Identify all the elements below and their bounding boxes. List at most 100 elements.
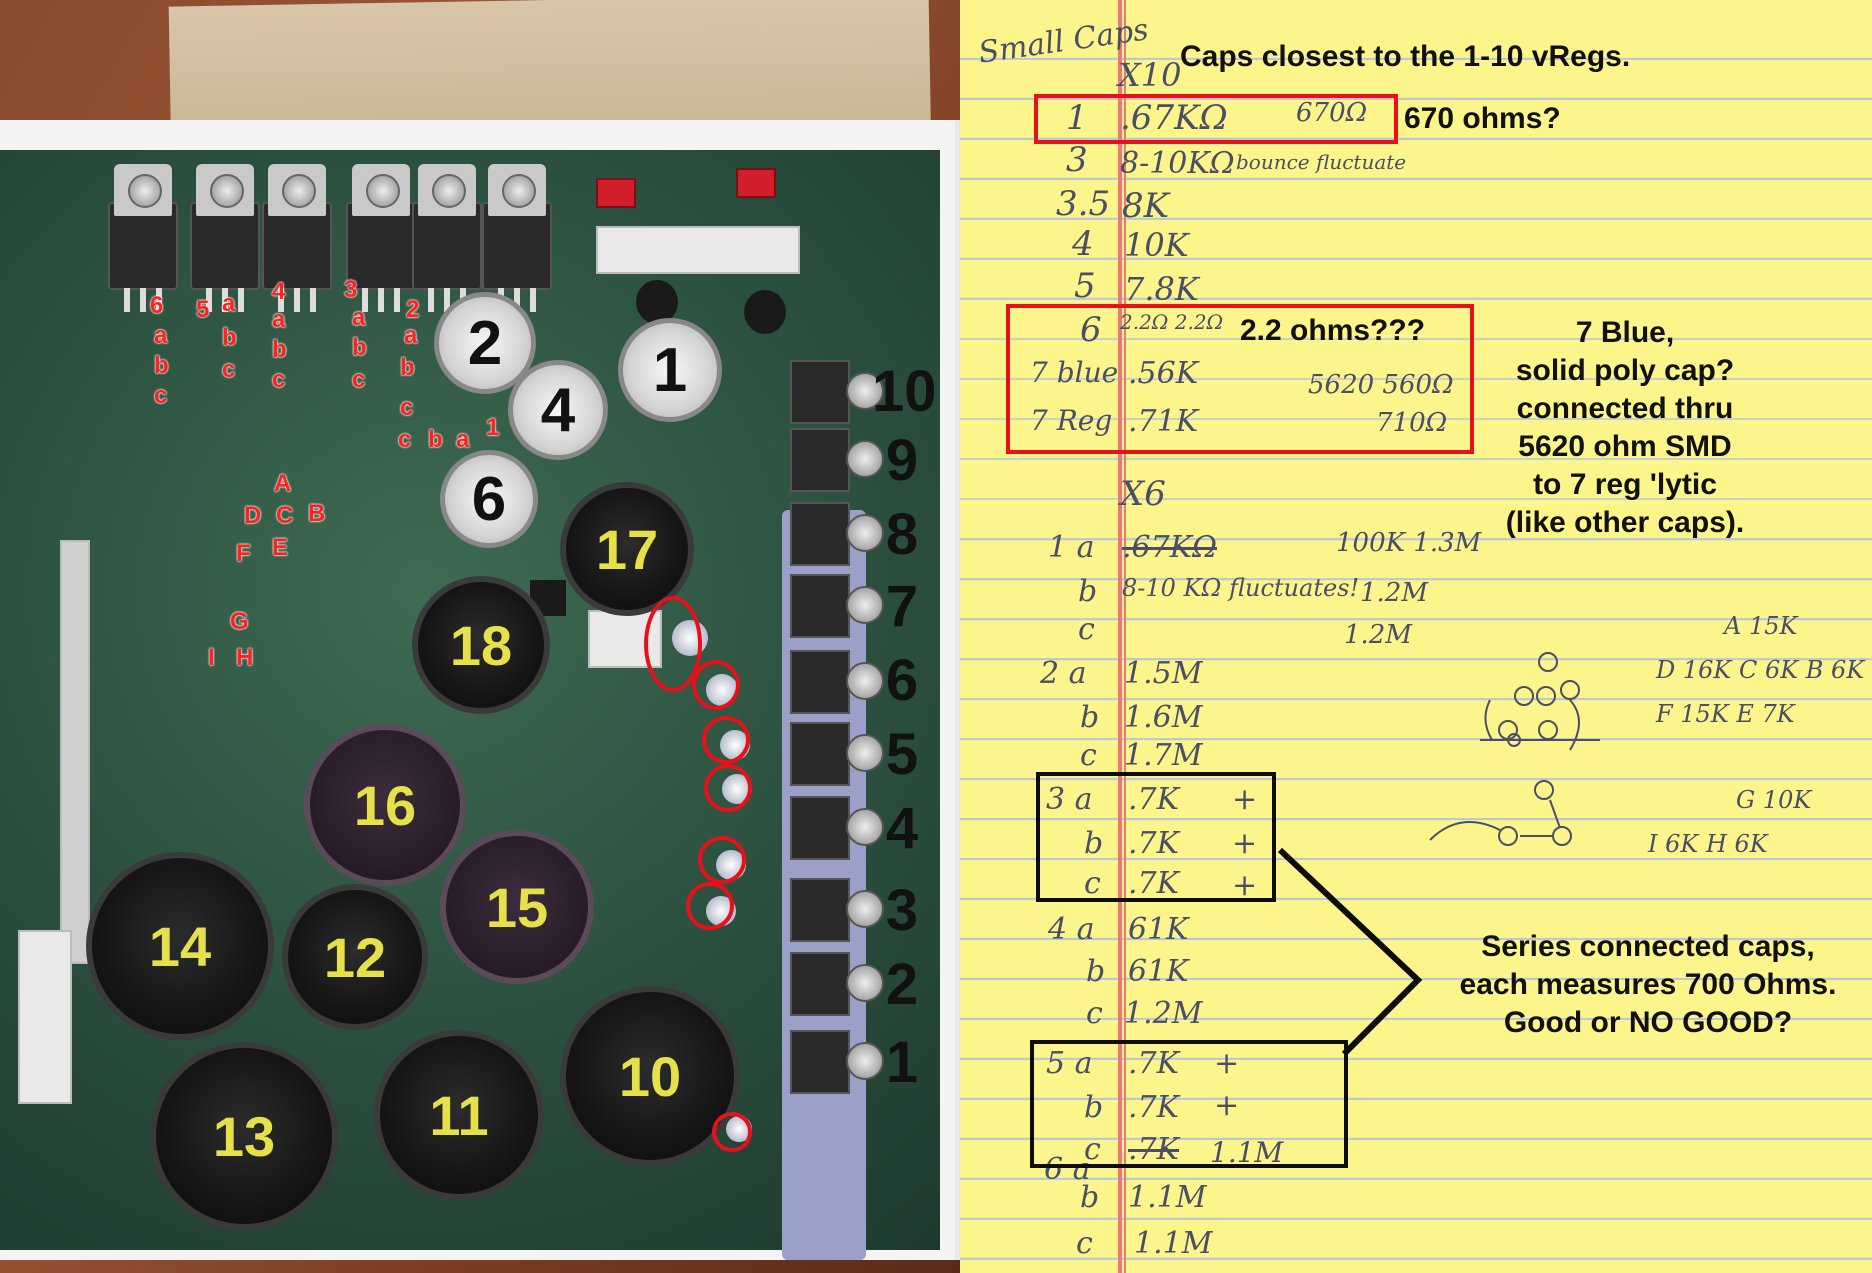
cluster-label: A xyxy=(274,470,292,497)
regulator-number: 6 xyxy=(885,648,919,713)
group-letter: c xyxy=(272,366,286,393)
row-label: c xyxy=(1084,1132,1101,1167)
row-label: 5 xyxy=(1074,266,1096,306)
row-value: .71K xyxy=(1128,404,1199,439)
regulator-number: 9 xyxy=(885,428,919,493)
capacitor: 17 xyxy=(560,482,694,616)
highlight-ring xyxy=(704,764,752,812)
ribbon-connector xyxy=(60,540,90,964)
row-value: 8-10KΩ xyxy=(1120,146,1235,181)
row-label: c xyxy=(1078,612,1095,647)
row-label: 3 xyxy=(1066,140,1088,180)
right-regulator xyxy=(790,952,884,1016)
note-line: 7 Blue, xyxy=(1575,316,1675,349)
group-letter: b xyxy=(400,354,415,381)
capacitor: 15 xyxy=(440,830,594,984)
top-regulator xyxy=(108,164,178,312)
row-label: b xyxy=(1084,826,1104,861)
group-number: 1 xyxy=(486,414,500,441)
note-line: 5620 ohm SMD xyxy=(1518,430,1732,463)
multiplier-note: X10 xyxy=(1118,56,1182,94)
row-value: 10K xyxy=(1124,226,1189,264)
row-extra: 5620 560Ω xyxy=(1308,370,1454,400)
row-extra: 710Ω xyxy=(1376,408,1448,438)
row-value: 1.1M xyxy=(1134,1226,1213,1261)
highlight-ring xyxy=(712,1112,752,1152)
group-letter: c xyxy=(222,356,236,383)
highlight-ring xyxy=(692,660,740,710)
row-value: .67KΩ xyxy=(1122,530,1217,565)
inductor xyxy=(744,290,786,334)
row-label: b xyxy=(1080,1180,1100,1215)
note-line: to 7 reg 'lytic xyxy=(1533,468,1717,501)
regulator-number: 2 xyxy=(885,952,919,1017)
cluster-label: D xyxy=(244,502,262,529)
right-regulator xyxy=(790,878,884,942)
red-terminal xyxy=(596,178,636,208)
row-label: 1 a xyxy=(1048,530,1095,565)
cluster-label: F xyxy=(236,540,251,567)
regulator-number: 5 xyxy=(885,722,919,787)
regulator-number: 3 xyxy=(885,878,919,943)
row-extra: + xyxy=(1232,782,1258,817)
cluster-label: G xyxy=(230,608,249,635)
capacitor: 16 xyxy=(304,724,466,886)
row-label: b xyxy=(1086,954,1106,989)
row-extra: + xyxy=(1214,1088,1240,1123)
capacitor: 1 xyxy=(618,318,722,422)
group-letter: c xyxy=(400,394,414,421)
group-number: 5 xyxy=(196,296,210,323)
row-value: 8K xyxy=(1122,186,1170,226)
row-label: 4 xyxy=(1072,224,1094,264)
row-label: c xyxy=(1080,738,1097,773)
typed-question: 2.2 ohms??? xyxy=(1240,314,1426,347)
regulator-number: 7 xyxy=(885,574,919,639)
row-extra: 1.2M xyxy=(1344,620,1412,650)
row-value: .7K xyxy=(1128,1046,1180,1081)
group-number: 2 xyxy=(406,296,420,323)
row-label: b xyxy=(1084,1090,1104,1125)
pad-sketch xyxy=(1429,652,1600,846)
cluster-label: E xyxy=(272,534,289,561)
right-regulator xyxy=(790,722,884,786)
highlight-ring xyxy=(702,716,750,764)
row-label: b xyxy=(1080,700,1100,735)
row-value: 61K xyxy=(1128,954,1189,989)
group-letter: b xyxy=(428,426,443,453)
regulator-number: 10 xyxy=(872,359,937,424)
row-value: .7K xyxy=(1128,782,1180,817)
row-label: c xyxy=(1076,1226,1093,1261)
row-value: 1.7M xyxy=(1124,738,1203,773)
row-label: 3.5 xyxy=(1056,184,1111,224)
row-value: 8-10 KΩ fluctuates! xyxy=(1122,574,1360,602)
red-terminal xyxy=(736,168,776,198)
top-regulator xyxy=(412,164,482,312)
capacitor: 18 xyxy=(412,576,550,714)
row-extra: + xyxy=(1232,826,1258,861)
row-extra: 670Ω xyxy=(1296,98,1368,128)
white-connector xyxy=(596,226,800,274)
highlight-ring xyxy=(686,882,734,930)
group-letter: b xyxy=(352,334,367,361)
row-value: .67KΩ xyxy=(1120,98,1228,138)
row-label: 6 a xyxy=(1044,1152,1091,1187)
note-line: Series connected caps, xyxy=(1481,930,1815,963)
note-line: (like other caps). xyxy=(1505,506,1745,539)
sketch-note: G 10K xyxy=(1736,786,1812,814)
row-extra: + xyxy=(1232,868,1258,903)
row-label: c xyxy=(1086,996,1103,1031)
series-box xyxy=(1036,772,1276,902)
side-connector xyxy=(18,930,72,1104)
note-line: solid poly cap? xyxy=(1515,354,1735,387)
group-letter: b xyxy=(222,324,237,351)
typed-title: Caps closest to the 1-10 vRegs. xyxy=(1180,40,1631,73)
row-label: 7 blue xyxy=(1030,356,1119,389)
group-number: 3 xyxy=(344,276,358,303)
capacitor: 13 xyxy=(150,1042,338,1230)
top-regulator xyxy=(346,164,416,312)
group-letter: a xyxy=(272,306,286,333)
capacitor: 12 xyxy=(282,884,428,1030)
row-label: 3 a xyxy=(1046,782,1093,817)
cluster-label: C xyxy=(276,502,294,529)
row-extra: bounce fluctuate xyxy=(1236,150,1407,174)
